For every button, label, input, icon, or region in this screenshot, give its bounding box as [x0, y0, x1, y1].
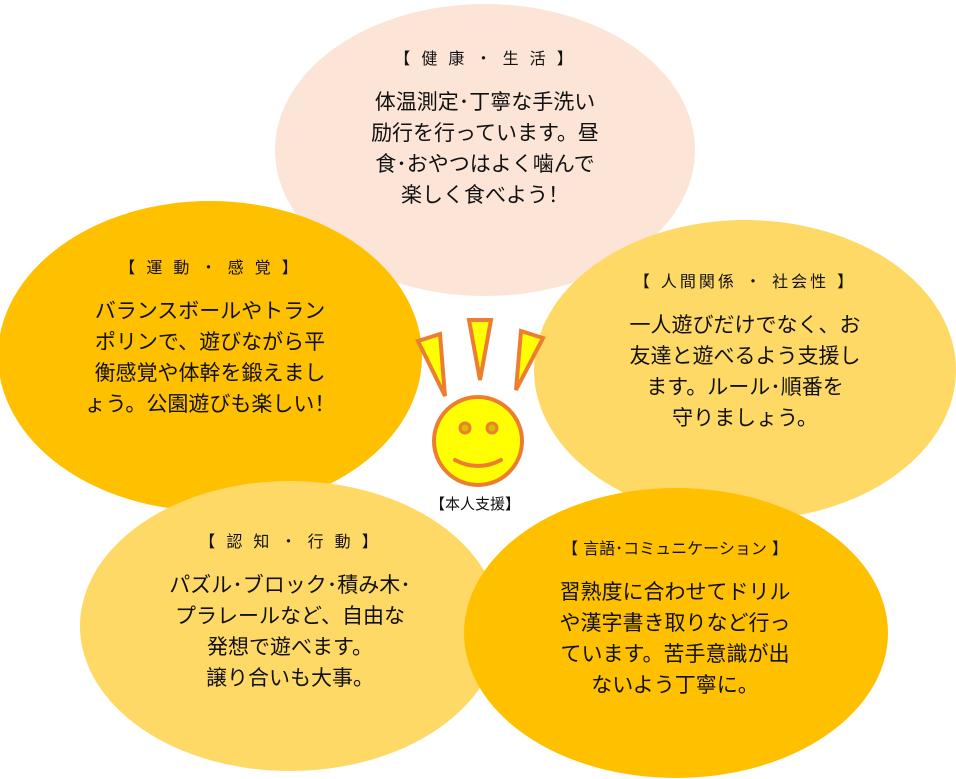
cognition-line: パズル･ブロック･積み木･	[169, 573, 411, 597]
bubble-motor	[0, 201, 422, 511]
language-line: ています。苦手意識が出	[560, 642, 790, 666]
motor-line: ょう。公園遊びも楽しい！	[84, 392, 336, 416]
health-line: 励行を行っています。昼	[371, 121, 599, 145]
social-line: ます。ルール･順番を	[646, 375, 844, 399]
cognition-line: 譲り合いも大事。	[206, 666, 374, 690]
health-block: 【 健 康 ・ 生 活 】 体温測定･丁寧な手洗い 励行を行っています。昼 食･…	[300, 45, 670, 211]
motor-block: 【 運 動 ・ 感 覚 】 バランスボールやトラン ポリンで、遊びながら平 衡感…	[25, 254, 395, 420]
social-block: 【 人間関係 ・ 社会性 】 一人遊びだけでなく、お 友達と遊べるよう支援し ま…	[560, 268, 930, 434]
cognition-title: 【 認 知 ・ 行 動 】	[199, 532, 381, 551]
motor-line: 衡感覚や体幹を鍛えまし	[94, 361, 326, 385]
social-line: 友達と遊べるよう支援し	[629, 344, 861, 368]
bubble-language	[464, 488, 888, 778]
language-line: 習熟度に合わせてドリル	[559, 580, 791, 604]
cognition-line: プラレールなど、自由な	[175, 604, 405, 628]
bubble-social	[534, 220, 956, 520]
bubble-cognition	[80, 481, 500, 771]
health-line: 体温測定･丁寧な手洗い	[374, 90, 596, 114]
language-line: ないよう丁寧に。	[591, 673, 759, 697]
cognition-block: 【 認 知 ・ 行 動 】 パズル･ブロック･積み木･ プラレールなど、自由な …	[105, 528, 475, 694]
social-line: 一人遊びだけでなく、お	[629, 313, 861, 337]
social-line: 守りましょう。	[672, 406, 818, 430]
smiley-face-icon	[432, 395, 524, 487]
motor-line: バランスボールやトラン	[94, 299, 326, 323]
language-block: 【 言語･コミュニケーション 】 習熟度に合わせてドリル や漢字書き取りなど行っ…	[490, 535, 860, 701]
emphasis-rays-icon	[415, 318, 546, 397]
motor-title: 【 運 動 ・ 感 覚 】	[119, 258, 301, 277]
language-title: 【 言語･コミュニケーション 】	[562, 539, 788, 558]
health-line: 食･おやつはよく噛んで	[375, 152, 595, 176]
cognition-line: 発想で遊べます。	[207, 635, 373, 659]
center-label: 【本人支援】	[430, 495, 521, 513]
bubble-health	[275, 4, 695, 296]
social-title: 【 人間関係 ・ 社会性 】	[633, 272, 857, 291]
health-line: 楽しく食べよう！	[401, 183, 569, 207]
language-line: や漢字書き取りなど行っ	[559, 611, 791, 635]
health-title: 【 健 康 ・ 生 活 】	[394, 49, 576, 68]
motor-line: ポリンで、遊びながら平	[94, 330, 326, 354]
